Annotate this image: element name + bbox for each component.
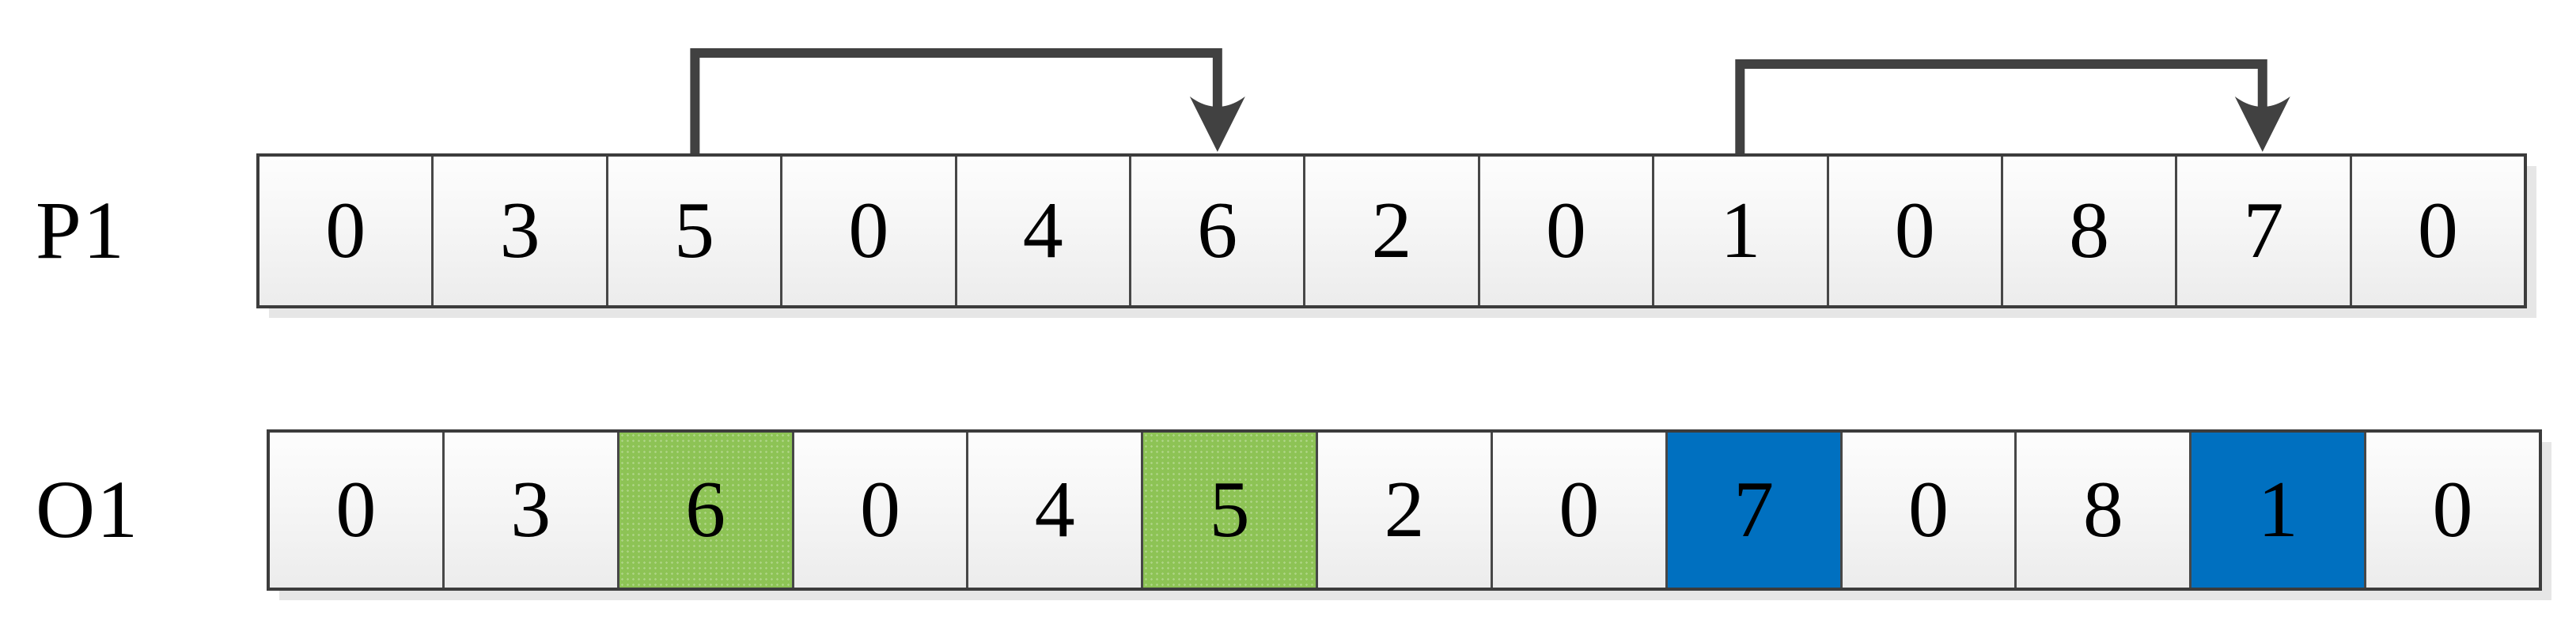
cell-p1-12: 0: [2349, 157, 2525, 305]
swap-arrow-right: [1735, 59, 2290, 161]
cell-o1-12: 0: [2364, 433, 2539, 588]
cell-p1-3: 0: [780, 157, 955, 305]
cell-o1-8: 7: [1665, 433, 1840, 588]
swap-arrow-left: [690, 48, 1245, 161]
cell-p1-8: 1: [1652, 157, 1827, 305]
row-label-o1: O1: [36, 464, 140, 555]
cell-o1-4: 4: [966, 433, 1142, 588]
cell-o1-7: 0: [1490, 433, 1665, 588]
cell-o1-3: 0: [791, 433, 967, 588]
cell-p1-4: 4: [954, 157, 1129, 305]
cell-o1-0: 0: [270, 433, 442, 588]
swap-arrow-right-shaft: [1735, 59, 2267, 161]
cell-p1-11: 7: [2175, 157, 2350, 305]
cell-p1-0: 0: [259, 157, 432, 305]
cell-o1-10: 8: [2014, 433, 2190, 588]
swap-arrow-left-shaft: [690, 48, 1222, 161]
swap-arrow-left-arrowhead-icon: [1189, 96, 1245, 152]
cell-o1-6: 2: [1316, 433, 1491, 588]
cell-p1-7: 0: [1477, 157, 1653, 305]
cell-p1-2: 5: [605, 157, 781, 305]
cell-o1-2: 6: [616, 433, 792, 588]
cell-p1-1: 3: [431, 157, 606, 305]
cell-o1-9: 0: [1839, 433, 2015, 588]
cell-p1-9: 0: [1826, 157, 2001, 305]
cell-o1-1: 3: [441, 433, 617, 588]
cell-p1-6: 2: [1303, 157, 1478, 305]
row-label-p1: P1: [36, 185, 126, 276]
cell-p1-5: 6: [1128, 157, 1304, 305]
cell-o1-5: 5: [1141, 433, 1316, 588]
cell-o1-11: 1: [2189, 433, 2365, 588]
swap-arrow-right-arrowhead-icon: [2234, 96, 2290, 152]
cell-p1-10: 8: [2000, 157, 2176, 305]
